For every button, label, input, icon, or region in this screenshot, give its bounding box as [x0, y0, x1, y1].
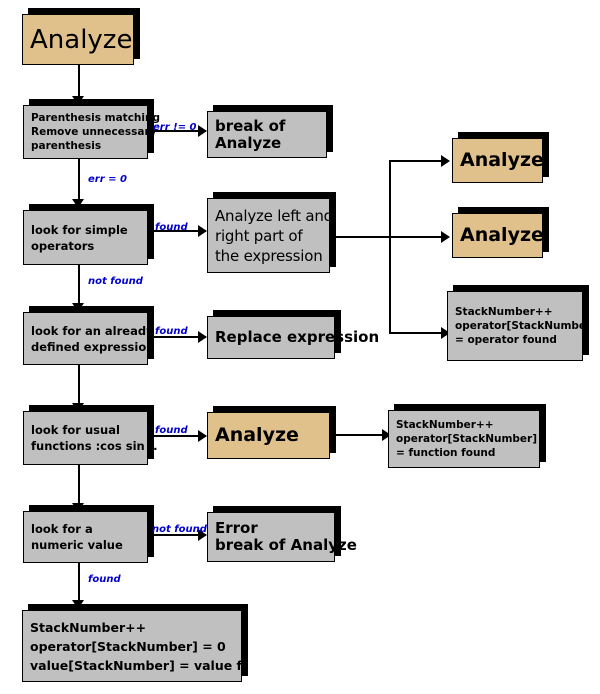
node-line: StackNumber++ — [455, 306, 553, 318]
node-line: functions :cos sin .. — [31, 439, 158, 453]
connector-fanout-to-stack-operator — [389, 332, 447, 334]
connector-functions-to-numeric — [78, 465, 80, 513]
arrowhead-analyze-left — [441, 155, 450, 167]
edge-label-err-nonzero: err != 0 — [153, 122, 197, 133]
node-look-for-simple-operators[interactable]: look for simple operators — [23, 210, 148, 265]
arrowhead-analyze-parts — [198, 225, 207, 237]
arrowhead-stack-function — [382, 429, 391, 441]
edge-label-not-found-operators: not found — [88, 276, 143, 287]
node-error-break-of-analyze[interactable]: Error break of Analyze — [207, 512, 357, 562]
connector-fanout-to-analyze-right — [389, 236, 447, 238]
node-line: Analyze — [460, 149, 544, 171]
arrowhead-defined-expr — [72, 303, 84, 312]
node-line: = operator found — [455, 334, 557, 346]
connector-parenthesis-to-operators — [78, 159, 80, 204]
node-line: Error — [215, 519, 258, 537]
connector-defined-to-replace — [148, 336, 206, 338]
node-root-analyze[interactable]: Analyze — [22, 14, 134, 65]
connector-analyze-parts-trunk — [330, 236, 390, 238]
arrowhead-break-analyze — [198, 125, 207, 137]
node-line: look for simple — [31, 222, 128, 237]
arrowhead-parenthesis — [72, 96, 84, 105]
node-line: operators — [31, 238, 95, 253]
arrowhead-usual-functions — [72, 403, 84, 412]
node-stack-value-found[interactable]: StackNumber++ operator[StackNumber] = 0 … — [22, 610, 242, 682]
connector-defined-to-functions — [78, 365, 80, 410]
connector-operators-to-analyze-parts — [148, 230, 206, 232]
edge-label-found-numeric: found — [88, 574, 121, 585]
node-look-for-numeric-value[interactable]: look for a numeric value — [23, 511, 148, 563]
node-look-for-defined-expression[interactable]: look for an already defined expression — [23, 312, 155, 365]
node-stack-operator-found[interactable]: StackNumber++ operator[StackNumber] = op… — [447, 291, 583, 361]
connector-root-to-parenthesis — [78, 65, 80, 101]
node-line: = function found — [396, 447, 496, 459]
node-analyze-left[interactable]: Analyze — [452, 138, 544, 183]
node-line: StackNumber++ — [396, 419, 494, 431]
node-line: operator[StackNumber] = 0 — [30, 638, 226, 654]
node-line: right part of — [215, 226, 303, 245]
edge-label-found-defined: found — [155, 326, 188, 337]
node-line: value[StackNumber] = value found — [30, 657, 242, 673]
node-analyze-right[interactable]: Analyze — [452, 213, 544, 258]
node-line: numeric value — [31, 538, 123, 552]
connector-fanout-spine — [389, 160, 391, 334]
node-parenthesis-matching[interactable]: Parenthesis matching Remove unnecessary … — [23, 105, 160, 159]
node-line: Analyze — [30, 24, 133, 55]
node-line: operator[StackNumber] — [396, 433, 538, 445]
node-line: operator[StackNumber] — [455, 320, 583, 332]
node-look-for-usual-functions[interactable]: look for usual functions :cos sin .. — [23, 411, 158, 465]
connector-parenthesis-to-break — [148, 130, 206, 132]
node-line: Remove unnecessary — [31, 126, 157, 138]
node-line: parenthesis — [31, 140, 102, 152]
connector-analyze-to-stack-function — [330, 434, 388, 436]
node-line: look for an already — [31, 323, 154, 338]
connector-fanout-to-analyze-left — [389, 160, 447, 162]
node-line: defined expression — [31, 339, 155, 354]
connector-numeric-to-error — [148, 534, 206, 536]
node-line: look for usual — [31, 423, 120, 437]
node-line: break of Analyze — [215, 536, 357, 554]
node-line: look for a — [31, 522, 93, 536]
edge-label-found-functions: found — [155, 425, 188, 436]
arrowhead-numeric-value — [72, 503, 84, 512]
arrowhead-simple-operators — [72, 199, 84, 208]
node-line: Replace expression — [215, 328, 380, 346]
node-stack-function-found[interactable]: StackNumber++ operator[StackNumber] = fu… — [388, 410, 540, 468]
node-line: StackNumber++ — [30, 619, 147, 635]
node-analyze-function[interactable]: Analyze — [207, 412, 330, 459]
connector-operators-to-defined — [78, 265, 80, 310]
node-line: the expression — [215, 246, 323, 265]
arrowhead-stack-value — [72, 600, 84, 609]
edge-label-not-found-numeric: not found — [152, 524, 207, 535]
arrowhead-analyze-right — [441, 231, 450, 243]
node-line: Analyze left and — [215, 206, 333, 225]
arrowhead-replace-expr — [198, 331, 207, 343]
node-replace-expression[interactable]: Replace expression — [207, 316, 380, 359]
arrowhead-stack-operator — [441, 327, 450, 339]
arrowhead-analyze-function — [198, 430, 207, 442]
node-line: Parenthesis matching — [31, 112, 160, 124]
node-analyze-left-and-right[interactable]: Analyze left and right part of the expre… — [207, 198, 333, 273]
node-line: Analyze — [215, 424, 299, 446]
connector-numeric-to-stack-value — [78, 563, 80, 609]
node-line: Analyze — [215, 133, 282, 152]
node-line: Analyze — [460, 224, 544, 246]
edge-label-found-operators: found — [155, 222, 188, 233]
edge-label-err-zero: err = 0 — [88, 174, 127, 185]
node-break-of-analyze[interactable]: break of Analyze — [207, 111, 327, 158]
arrowhead-error-break — [198, 529, 207, 541]
node-line: break of — [215, 116, 286, 135]
connector-functions-to-analyze — [148, 435, 206, 437]
